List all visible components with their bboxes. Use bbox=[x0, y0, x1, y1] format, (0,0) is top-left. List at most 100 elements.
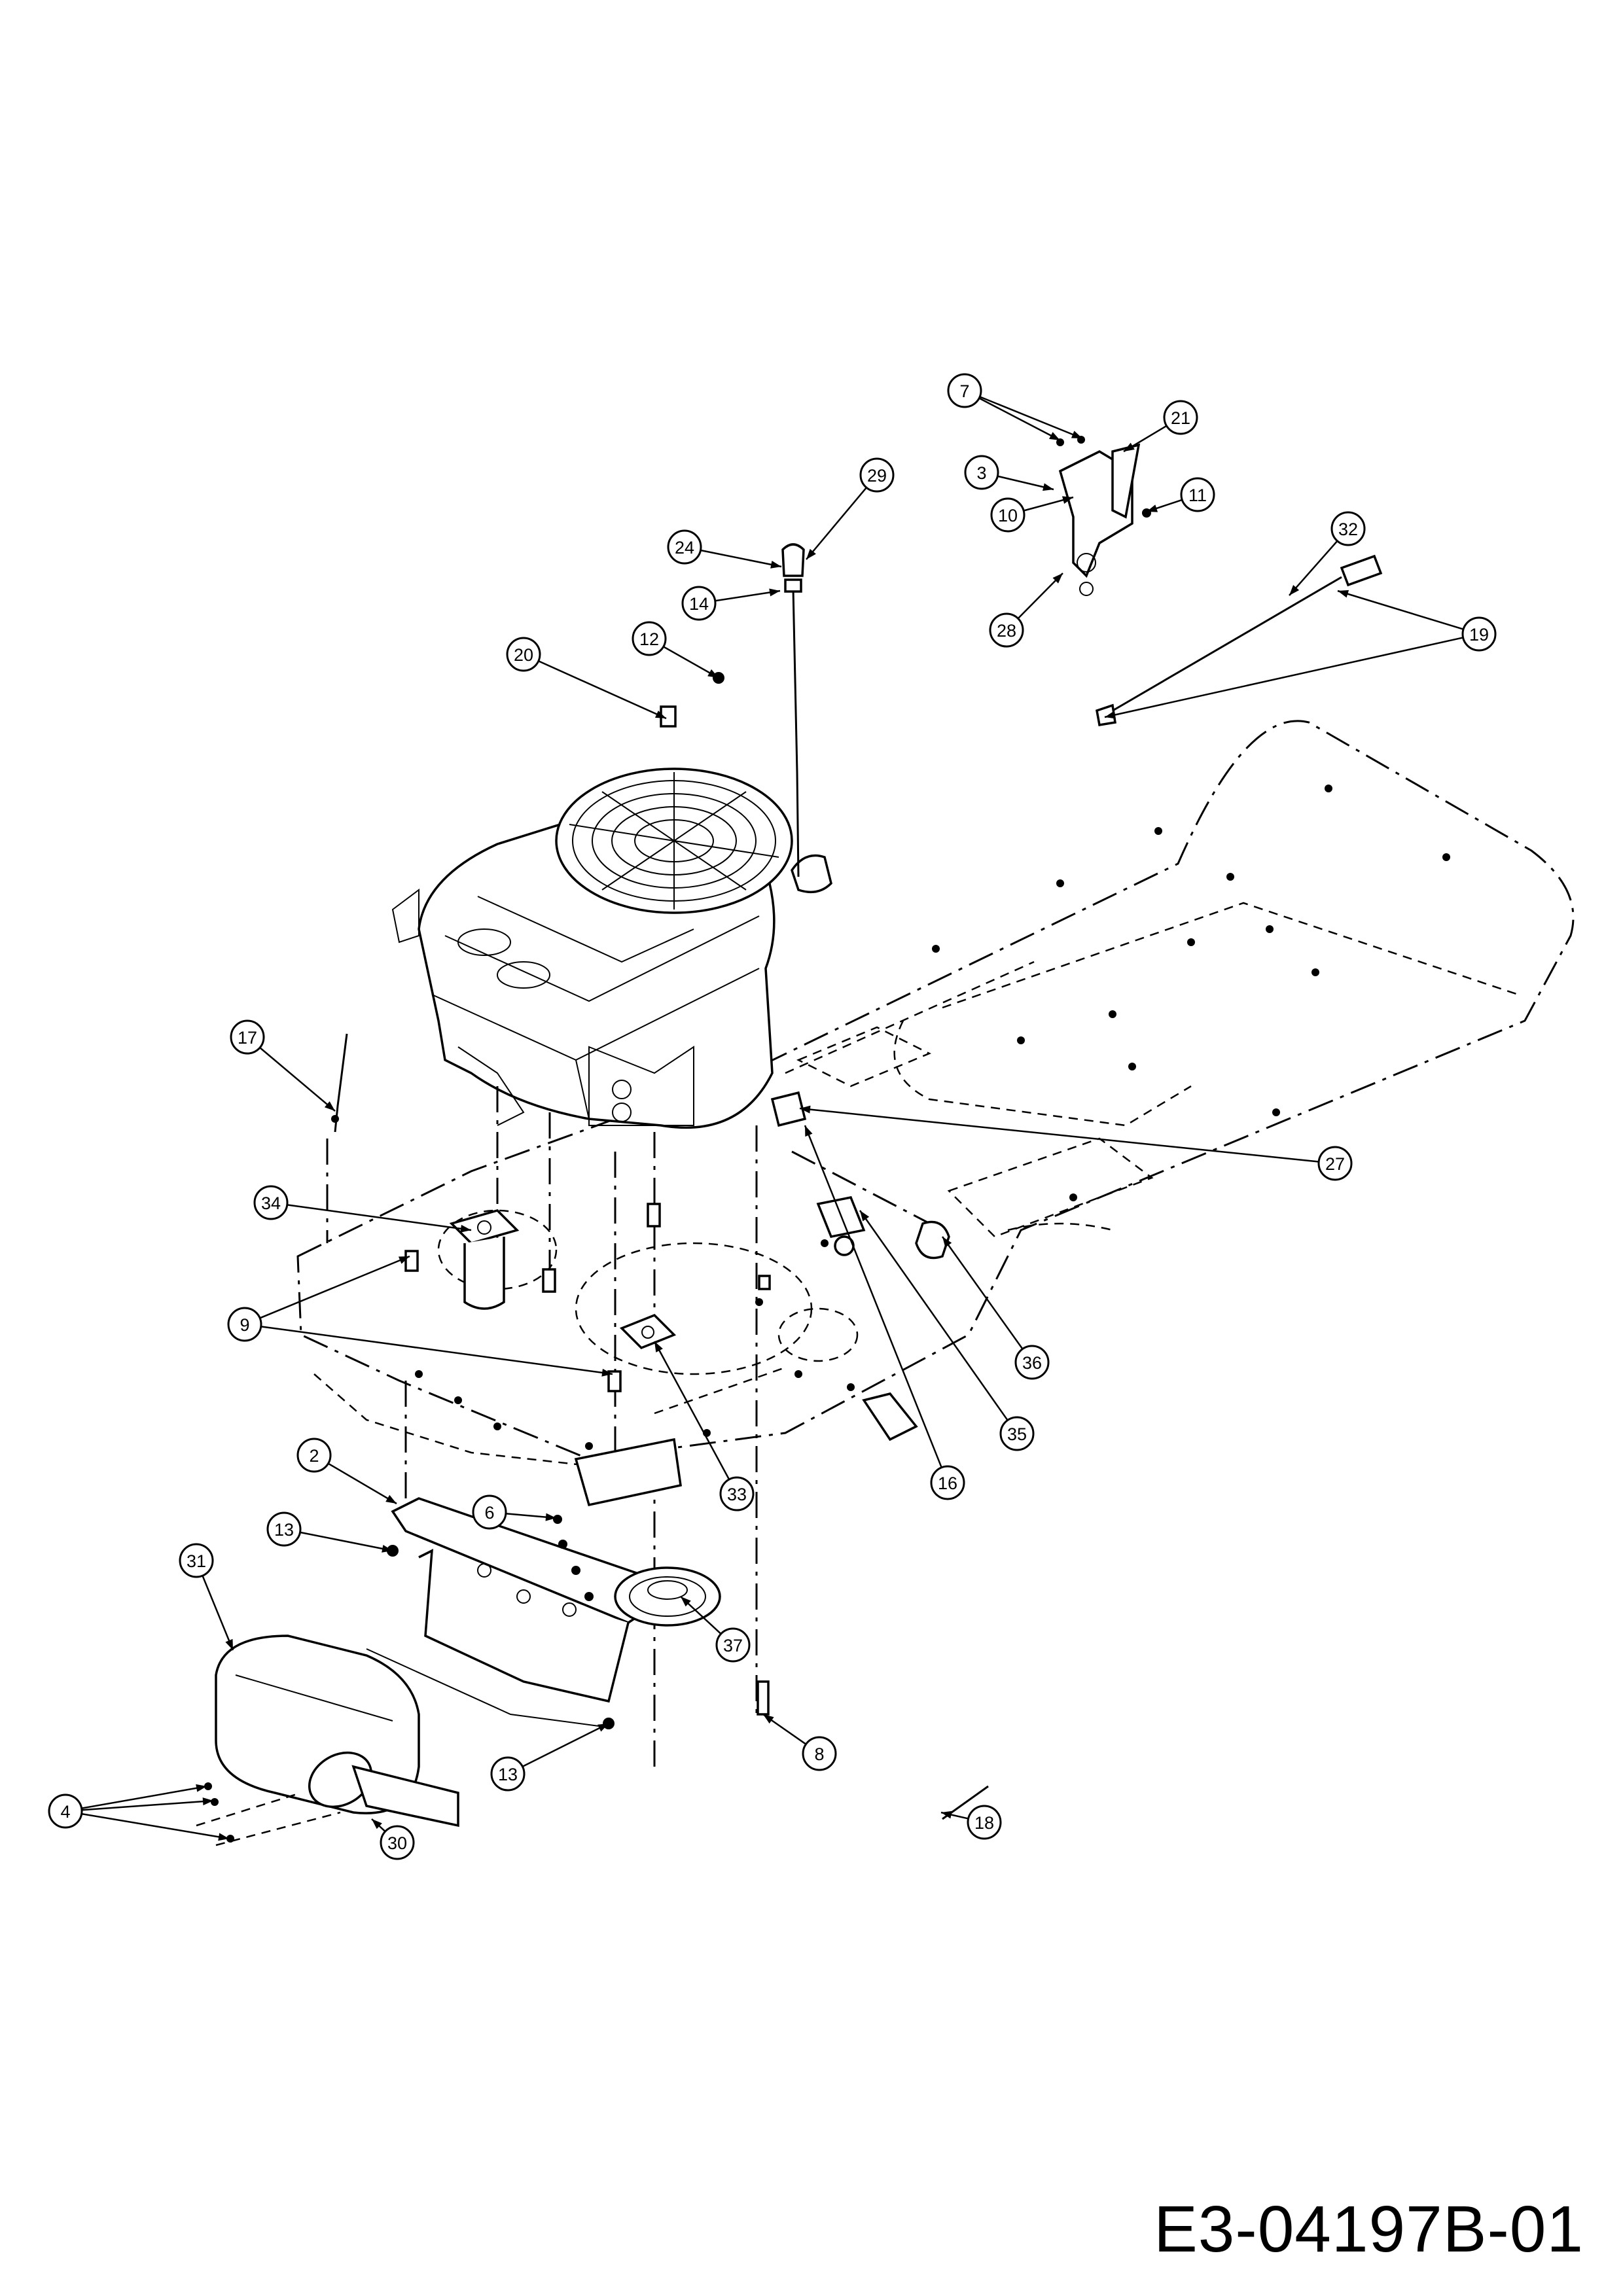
leader-line bbox=[259, 1047, 336, 1112]
arrowhead bbox=[942, 1237, 952, 1248]
callout-bubble bbox=[802, 1736, 837, 1771]
leader-line bbox=[859, 1210, 1008, 1421]
arrowhead bbox=[225, 1638, 233, 1650]
arrowhead bbox=[1061, 496, 1073, 504]
callout-35: 35 bbox=[859, 1210, 1035, 1451]
frame-holes bbox=[415, 785, 1450, 1450]
leader-line bbox=[81, 1785, 207, 1809]
callout-label: 30 bbox=[387, 1833, 407, 1853]
arrowhead bbox=[707, 669, 719, 678]
throttle-control bbox=[1056, 436, 1151, 596]
arrowhead bbox=[654, 1341, 663, 1352]
leader-line bbox=[1337, 590, 1464, 630]
flywheel-screen bbox=[555, 768, 793, 914]
leader-line bbox=[700, 549, 782, 568]
arrowhead bbox=[1071, 431, 1082, 438]
callout-bubble bbox=[859, 457, 895, 493]
callout-bubble bbox=[380, 1825, 415, 1860]
bracket-2 bbox=[366, 1497, 649, 1728]
callout-19: 19 bbox=[1104, 590, 1497, 719]
leader-line bbox=[979, 396, 1083, 440]
leader-line bbox=[1104, 637, 1463, 718]
callout-18: 18 bbox=[940, 1805, 1002, 1840]
leader-line bbox=[1289, 540, 1338, 596]
leader-line bbox=[806, 487, 867, 560]
choke-rod-17 bbox=[331, 1033, 348, 1133]
callout-bubble bbox=[719, 1476, 755, 1511]
callout-bubble bbox=[266, 1511, 302, 1547]
callout-label: 21 bbox=[1171, 408, 1190, 428]
callout-label: 18 bbox=[974, 1813, 994, 1833]
callout-label: 16 bbox=[938, 1474, 957, 1493]
callout-bubble bbox=[667, 529, 702, 565]
callout-bubble bbox=[990, 497, 1026, 533]
callout-12: 12 bbox=[632, 621, 719, 679]
callout-label: 2 bbox=[309, 1446, 319, 1466]
callout-label: 6 bbox=[484, 1503, 494, 1523]
arrowhead bbox=[805, 1125, 813, 1137]
callout-bubble bbox=[253, 1185, 289, 1220]
arrowhead bbox=[1338, 590, 1349, 598]
callout-label: 36 bbox=[1022, 1353, 1042, 1373]
exhaust-shield-30 bbox=[196, 1751, 459, 1846]
arrowhead bbox=[769, 588, 780, 597]
arrowhead bbox=[1289, 585, 1300, 595]
callout-2: 2 bbox=[296, 1438, 397, 1505]
arrowhead bbox=[398, 1256, 410, 1264]
arrowhead bbox=[202, 1797, 213, 1806]
fuel-fittings bbox=[770, 1091, 950, 1260]
arrowhead bbox=[385, 1494, 397, 1504]
leader-line bbox=[1017, 573, 1063, 620]
callout-24: 24 bbox=[667, 529, 782, 569]
arrowhead bbox=[806, 548, 816, 559]
callout-bubble bbox=[989, 612, 1024, 648]
arrowhead bbox=[770, 560, 781, 569]
callout-label: 32 bbox=[1338, 520, 1358, 539]
callout-4: 4 bbox=[48, 1784, 230, 1841]
throttle-cable bbox=[1096, 554, 1383, 727]
arrowhead bbox=[218, 1833, 229, 1841]
callout-label: 4 bbox=[60, 1802, 70, 1822]
callout-label: 31 bbox=[187, 1551, 206, 1571]
arrowhead bbox=[681, 1597, 691, 1607]
callout-label: 20 bbox=[514, 645, 533, 665]
callout-label: 34 bbox=[261, 1193, 281, 1213]
callout-bubble bbox=[930, 1465, 965, 1500]
arrowhead bbox=[1043, 483, 1054, 491]
callout-13: 13 bbox=[490, 1722, 609, 1792]
leader-line bbox=[538, 660, 667, 720]
callout-17: 17 bbox=[230, 1019, 336, 1112]
callout-bubble bbox=[681, 586, 717, 621]
callout-21: 21 bbox=[1123, 400, 1198, 453]
callout-bubble bbox=[964, 455, 999, 490]
callout-11: 11 bbox=[1146, 477, 1215, 513]
callout-label: 13 bbox=[274, 1520, 294, 1540]
callout-label: 10 bbox=[998, 506, 1018, 525]
arrowhead bbox=[324, 1101, 335, 1111]
leader-line bbox=[941, 1236, 1024, 1350]
arrowhead bbox=[597, 1723, 609, 1732]
callout-label: 7 bbox=[959, 381, 969, 401]
callout-37: 37 bbox=[680, 1596, 751, 1663]
leader-line bbox=[804, 1125, 942, 1468]
callout-label: 28 bbox=[997, 621, 1016, 641]
oil-fill-cap bbox=[791, 854, 832, 894]
callout-bubble bbox=[1317, 1146, 1353, 1181]
callout-label: 19 bbox=[1469, 625, 1489, 645]
arrowhead bbox=[1105, 711, 1116, 719]
leader-line bbox=[653, 1341, 730, 1480]
callout-7: 7 bbox=[947, 373, 1083, 442]
callout-31: 31 bbox=[179, 1543, 234, 1651]
callout-14: 14 bbox=[681, 586, 781, 621]
drawing-number: E3-04197B-01 bbox=[1154, 2193, 1584, 2266]
arrowhead bbox=[860, 1210, 870, 1222]
leader-line bbox=[522, 1722, 609, 1767]
callout-bubble bbox=[999, 1416, 1035, 1451]
callout-9: 9 bbox=[227, 1255, 613, 1377]
callout-10: 10 bbox=[990, 496, 1074, 533]
arrowhead bbox=[941, 1810, 952, 1819]
callout-bubble bbox=[179, 1543, 214, 1578]
arrowhead bbox=[1049, 432, 1060, 440]
